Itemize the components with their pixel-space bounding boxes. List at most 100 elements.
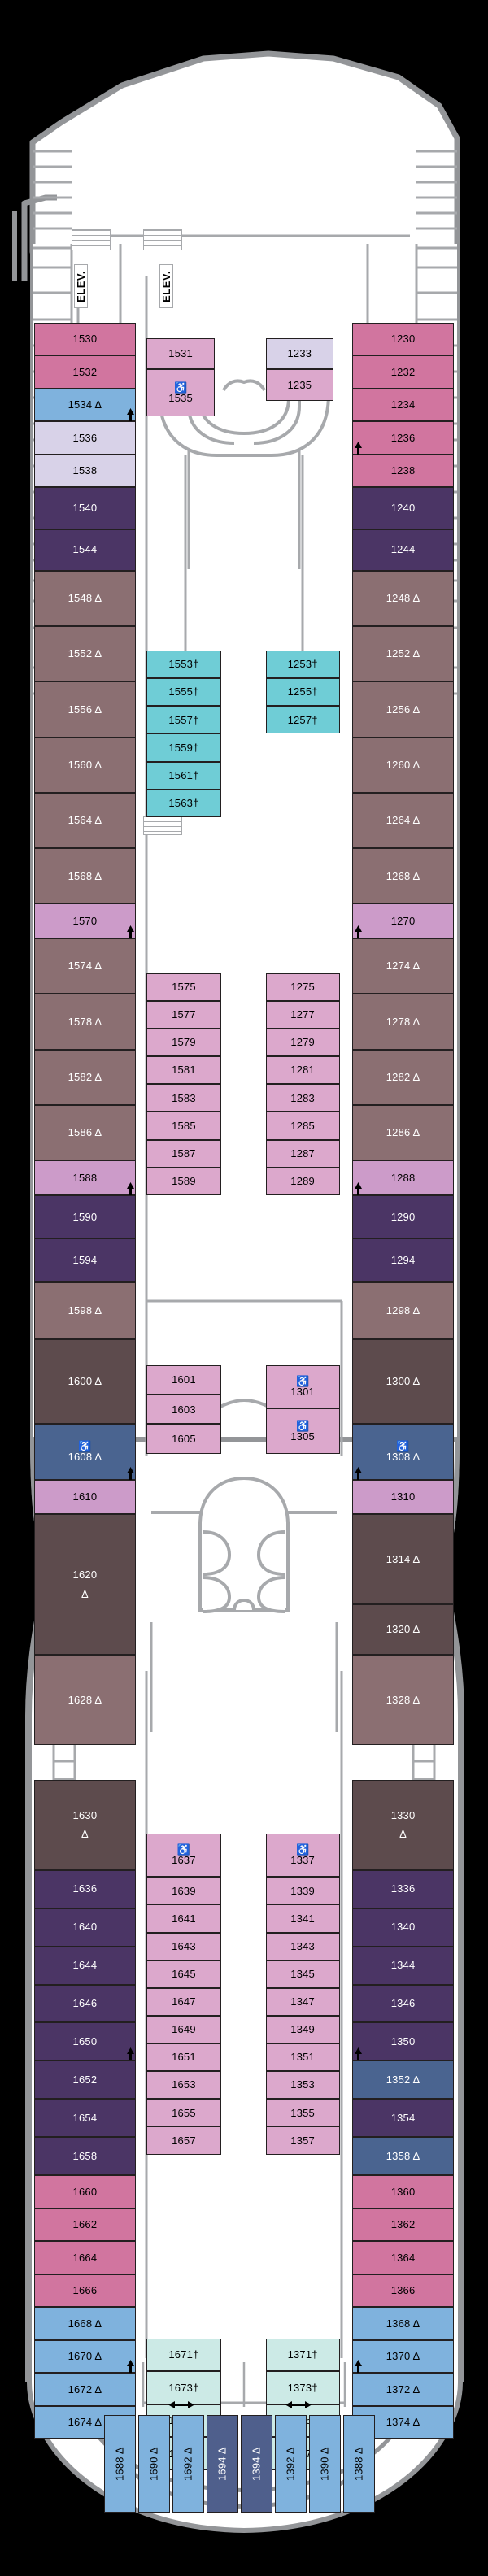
cabin-1310[interactable]: 1310 <box>351 1479 455 1515</box>
cabin-1244[interactable]: 1244 <box>351 529 455 571</box>
cabin-1603[interactable]: 1603 <box>146 1395 221 1425</box>
cabin-1233[interactable]: 1233 <box>265 338 334 370</box>
cabin-1257[interactable]: 1257† <box>265 706 340 734</box>
cabin-1548[interactable]: 1548 Δ <box>33 570 137 627</box>
cabin-1352[interactable]: 1352 Δ <box>351 2060 455 2100</box>
cabin-1368[interactable]: 1368 Δ <box>351 2307 455 2340</box>
cabin-1531[interactable]: 1531 <box>146 338 215 370</box>
cabin-1540[interactable]: 1540 <box>33 487 137 529</box>
cabin-1639[interactable]: 1639 <box>146 1877 221 1905</box>
cabin-1314[interactable]: 1314 Δ <box>351 1514 455 1605</box>
cabin-1577[interactable]: 1577 <box>146 1000 221 1029</box>
cabin-1340[interactable]: 1340 <box>351 1908 455 1947</box>
cabin-1650[interactable]: 1650 <box>33 2022 137 2061</box>
cabin-1346[interactable]: 1346 <box>351 1984 455 2023</box>
cabin-1553[interactable]: 1553† <box>146 651 221 679</box>
cabin-1278[interactable]: 1278 Δ <box>351 994 455 1050</box>
cabin-1664[interactable]: 1664 <box>33 2241 137 2274</box>
cabin-1230[interactable]: 1230 <box>351 322 455 356</box>
cabin-1581[interactable]: 1581 <box>146 1056 221 1085</box>
cabin-1366[interactable]: 1366 <box>351 2274 455 2308</box>
cabin-1671[interactable]: 1671† <box>146 2338 221 2372</box>
cabin-1636[interactable]: 1636 <box>33 1869 137 1908</box>
cabin-1588[interactable]: 1588 <box>33 1160 137 1195</box>
cabin-1256[interactable]: 1256 Δ <box>351 681 455 738</box>
cabin-1640[interactable]: 1640 <box>33 1908 137 1947</box>
cabin-1574[interactable]: 1574 Δ <box>33 938 137 994</box>
cabin-1590[interactable]: 1590 <box>33 1194 137 1239</box>
cabin-1655[interactable]: 1655 <box>146 2099 221 2127</box>
cabin-1532[interactable]: 1532 <box>33 355 137 389</box>
cabin-1561[interactable]: 1561† <box>146 761 221 790</box>
cabin-1585[interactable]: 1585 <box>146 1112 221 1140</box>
cabin-1358[interactable]: 1358 Δ <box>351 2137 455 2176</box>
cabin-1343[interactable]: 1343 <box>265 1932 340 1960</box>
cabin-1286[interactable]: 1286 Δ <box>351 1104 455 1161</box>
cabin-1557[interactable]: 1557† <box>146 706 221 734</box>
cabin-1534[interactable]: 1534 Δ <box>33 388 137 422</box>
cabin-1305[interactable]: ♿1305 <box>265 1408 340 1454</box>
cabin-1371[interactable]: 1371† <box>265 2338 340 2372</box>
cabin-1598[interactable]: 1598 Δ <box>33 1281 137 1339</box>
cabin-1643[interactable]: 1643 <box>146 1932 221 1960</box>
cabin-1586[interactable]: 1586 Δ <box>33 1104 137 1161</box>
elevator-forward-port[interactable]: ELEV. <box>74 264 88 308</box>
cabin-1353[interactable]: 1353 <box>265 2071 340 2100</box>
cabin-1568[interactable]: 1568 Δ <box>33 848 137 904</box>
cabin-1281[interactable]: 1281 <box>265 1056 340 1085</box>
cabin-1362[interactable]: 1362 <box>351 2208 455 2242</box>
cabin-1654[interactable]: 1654 <box>33 2099 137 2138</box>
cabin-1668[interactable]: 1668 Δ <box>33 2307 137 2340</box>
cabin-1694[interactable]: 1694 Δ <box>207 2415 238 2513</box>
cabin-1688[interactable]: 1688 Δ <box>104 2415 136 2513</box>
cabin-1692[interactable]: 1692 Δ <box>172 2415 204 2513</box>
cabin-1350[interactable]: 1350 <box>351 2022 455 2061</box>
cabin-1277[interactable]: 1277 <box>265 1000 340 1029</box>
cabin-1300[interactable]: 1300 Δ <box>351 1338 455 1425</box>
cabin-1320[interactable]: 1320 Δ <box>351 1604 455 1656</box>
cabin-1388[interactable]: 1388 Δ <box>343 2415 375 2513</box>
cabin-1253[interactable]: 1253† <box>265 651 340 679</box>
cabin-1660[interactable]: 1660 <box>33 2175 137 2208</box>
elevator-forward-starboard[interactable]: ELEV. <box>159 264 173 308</box>
cabin-1587[interactable]: 1587 <box>146 1139 221 1168</box>
cabin-1372[interactable]: 1372 Δ <box>351 2373 455 2406</box>
cabin-1649[interactable]: 1649 <box>146 2015 221 2044</box>
cabin-1536[interactable]: 1536 <box>33 421 137 455</box>
cabin-1339[interactable]: 1339 <box>265 1877 340 1905</box>
cabin-1289[interactable]: 1289 <box>265 1167 340 1195</box>
cabin-1260[interactable]: 1260 Δ <box>351 737 455 793</box>
cabin-1274[interactable]: 1274 Δ <box>351 938 455 994</box>
cabin-1294[interactable]: 1294 <box>351 1238 455 1282</box>
cabin-1662[interactable]: 1662 <box>33 2208 137 2242</box>
cabin-1283[interactable]: 1283 <box>265 1084 340 1112</box>
cabin-1290[interactable]: 1290 <box>351 1194 455 1239</box>
cabin-1672[interactable]: 1672 Δ <box>33 2373 137 2406</box>
cabin-1364[interactable]: 1364 <box>351 2241 455 2274</box>
cabin-1641[interactable]: 1641 <box>146 1904 221 1933</box>
cabin-1563[interactable]: 1563† <box>146 789 221 817</box>
cabin-1341[interactable]: 1341 <box>265 1904 340 1933</box>
cabin-1344[interactable]: 1344 <box>351 1946 455 1985</box>
cabin-1658[interactable]: 1658 <box>33 2137 137 2176</box>
cabin-1357[interactable]: 1357 <box>265 2126 340 2155</box>
cabin-1583[interactable]: 1583 <box>146 1084 221 1112</box>
cabin-1653[interactable]: 1653 <box>146 2071 221 2100</box>
cabin-1234[interactable]: 1234 <box>351 388 455 422</box>
cabin-1349[interactable]: 1349 <box>265 2015 340 2044</box>
cabin-1288[interactable]: 1288 <box>351 1160 455 1195</box>
cabin-1328[interactable]: 1328 Δ <box>351 1655 455 1746</box>
cabin-1285[interactable]: 1285 <box>265 1112 340 1140</box>
cabin-1651[interactable]: 1651 <box>146 2043 221 2072</box>
cabin-1559[interactable]: 1559† <box>146 733 221 762</box>
cabin-1255[interactable]: 1255† <box>265 678 340 707</box>
cabin-1652[interactable]: 1652 <box>33 2060 137 2100</box>
cabin-1628[interactable]: 1628 Δ <box>33 1655 137 1746</box>
cabin-1370[interactable]: 1370 Δ <box>351 2339 455 2374</box>
cabin-1582[interactable]: 1582 Δ <box>33 1049 137 1105</box>
cabin-1392[interactable]: 1392 Δ <box>275 2415 307 2513</box>
cabin-1336[interactable]: 1336 <box>351 1869 455 1908</box>
cabin-1236[interactable]: 1236 <box>351 421 455 455</box>
